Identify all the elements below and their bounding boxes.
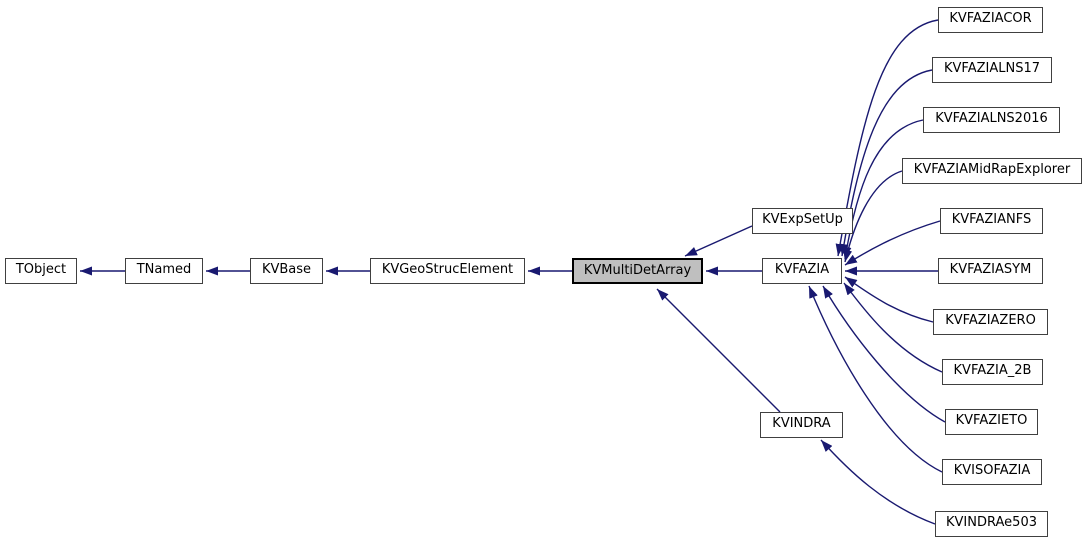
node-kvfazialns2016[interactable]: KVFAZIALNS2016 xyxy=(923,107,1060,133)
edge-kvfazia_2b-to-kvfazia xyxy=(843,282,943,373)
edge-kvisofazia-to-kvfazia xyxy=(808,285,943,473)
node-kvgeostrucelement[interactable]: KVGeoStrucElement xyxy=(370,258,525,284)
node-kvbase[interactable]: KVBase xyxy=(250,258,323,284)
node-kvindrae503[interactable]: KVINDRAe503 xyxy=(935,511,1048,537)
node-tobject[interactable]: TObject xyxy=(5,258,77,284)
node-kvfazieto[interactable]: KVFAZIETO xyxy=(945,409,1038,435)
node-kvfaziacor[interactable]: KVFAZIACOR xyxy=(938,7,1043,33)
node-kvfazia[interactable]: KVFAZIA xyxy=(762,258,842,284)
edge-kvfazianfs-to-kvfazia xyxy=(844,220,941,266)
node-kvindra[interactable]: KVINDRA xyxy=(760,412,843,438)
node-tnamed[interactable]: TNamed xyxy=(125,258,203,284)
edge-kvfazieto-to-kvfazia xyxy=(822,285,946,423)
edge-kvindra-to-kvmultidetarray xyxy=(656,288,781,413)
node-kvfazia_2b[interactable]: KVFAZIA_2B xyxy=(942,359,1043,385)
node-kvfazialns17[interactable]: KVFAZIALNS17 xyxy=(932,57,1052,83)
edge-kvexpsetup-to-kvmultidetarray xyxy=(684,225,753,257)
node-kvfazianfs[interactable]: KVFAZIANFS xyxy=(940,208,1043,234)
node-kvfaziamidrapexplorer[interactable]: KVFAZIAMidRapExplorer xyxy=(902,158,1082,184)
edge-kvfaziamidrapexplorer-to-kvfazia xyxy=(843,170,903,263)
node-kvmultidetarray: KVMultiDetArray xyxy=(572,258,703,284)
edge-kvfazialns2016-to-kvfazia xyxy=(842,119,924,260)
edge-kvindrae503-to-kvindra xyxy=(820,439,936,525)
node-kvfaziazero[interactable]: KVFAZIAZERO xyxy=(933,309,1048,335)
edge-kvfaziacor-to-kvfazia xyxy=(835,19,939,257)
node-kvexpsetup[interactable]: KVExpSetUp xyxy=(752,208,853,234)
node-kvfaziasym[interactable]: KVFAZIASYM xyxy=(938,258,1043,284)
node-kvisofazia[interactable]: KVISOFAZIA xyxy=(942,459,1042,485)
edge-kvfaziazero-to-kvfazia xyxy=(844,276,934,323)
